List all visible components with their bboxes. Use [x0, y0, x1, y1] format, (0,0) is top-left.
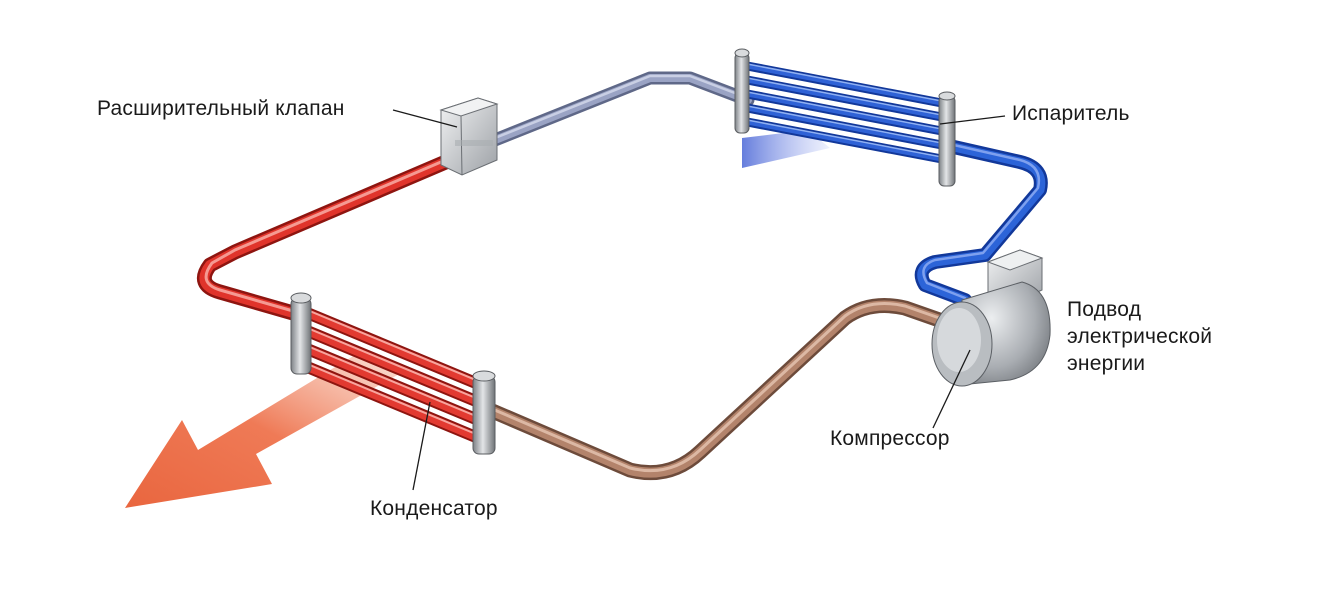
label-condenser: Конденсатор [370, 497, 498, 520]
cold-suction-line [914, 138, 1048, 307]
compressor [931, 249, 1051, 387]
expansion-valve [439, 97, 499, 176]
hot-discharge-line [482, 298, 953, 481]
label-power-supply-line-2: электрической [1067, 325, 1213, 348]
label-power-supply-line-3: энергии [1067, 352, 1146, 375]
leader-condenser [412, 401, 431, 491]
hot-liquid-line [196, 150, 463, 323]
low-pressure-line [488, 71, 755, 147]
heat-output-arrow [125, 355, 410, 508]
leader-lines [392, 109, 1006, 491]
label-evaporator: Испаритель [1012, 102, 1130, 125]
cool-air-wedge [742, 130, 830, 168]
leader-expansion-valve [392, 109, 458, 128]
leader-evaporator [939, 115, 1006, 125]
evaporator [734, 48, 956, 187]
label-power-supply: Подвод электрической энергии [1067, 296, 1212, 377]
leader-compressor [932, 349, 971, 429]
label-compressor: Компрессор [830, 427, 950, 450]
label-power-supply-line-1: Подвод [1067, 298, 1142, 321]
label-expansion-valve: Расширительный клапан [97, 97, 345, 120]
condenser [290, 292, 496, 455]
